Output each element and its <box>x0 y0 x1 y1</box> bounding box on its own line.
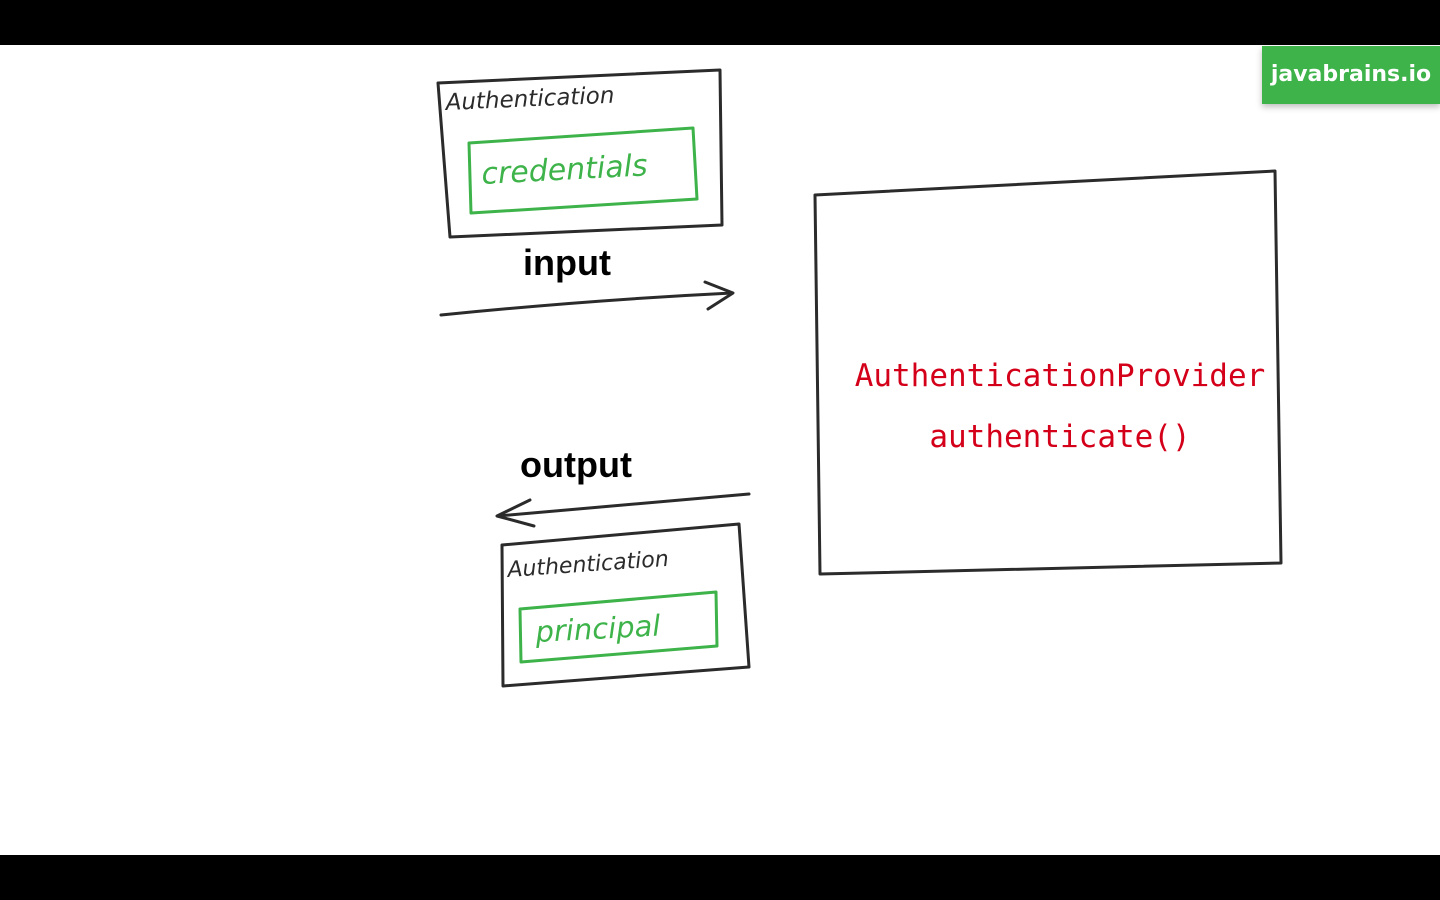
input-arrow: input <box>439 242 735 317</box>
principal-label: principal <box>534 608 662 649</box>
input-box-outline <box>436 68 724 239</box>
input-arrow-shaft <box>439 291 734 317</box>
output-arrow-head <box>495 498 536 528</box>
output-authentication-box: Authentication principal <box>500 522 751 688</box>
input-arrow-head <box>703 280 735 311</box>
output-arrow: output <box>495 444 751 528</box>
principal-box-outline <box>518 590 719 664</box>
credentials-label: credentials <box>481 148 649 192</box>
provider-box-outline <box>813 169 1283 576</box>
output-box-title: Authentication <box>505 547 670 583</box>
input-label: input <box>523 242 611 283</box>
input-authentication-box: Authentication credentials <box>436 68 724 239</box>
input-box-title: Authentication <box>443 83 615 116</box>
output-label: output <box>520 444 632 485</box>
credentials-box-outline <box>467 126 699 215</box>
provider-method: authenticate() <box>929 419 1190 455</box>
authentication-provider-box: AuthenticationProvider authenticate() <box>813 169 1283 576</box>
brand-badge[interactable]: javabrains.io <box>1262 46 1440 104</box>
provider-class-name: AuthenticationProvider <box>855 358 1266 394</box>
output-arrow-shaft <box>496 492 751 518</box>
letterbox-top <box>0 0 1440 45</box>
output-box-outline <box>500 522 751 688</box>
letterbox-bottom <box>0 855 1440 900</box>
